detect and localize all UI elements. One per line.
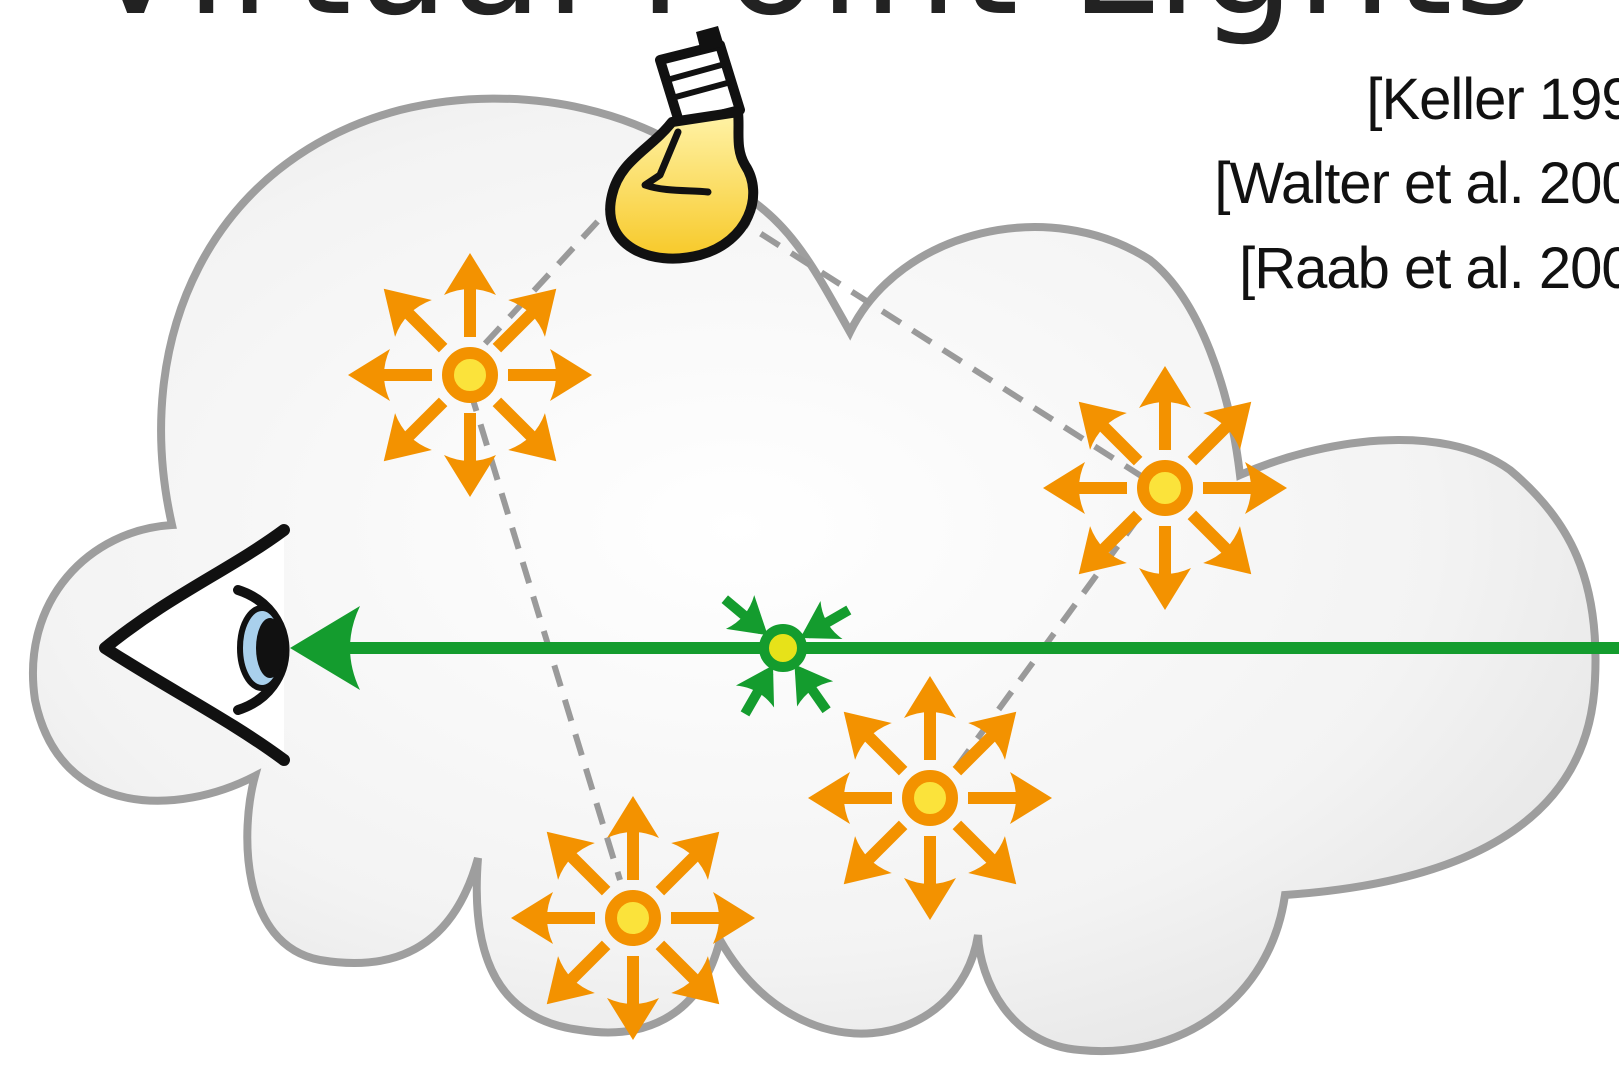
eye-icon [99, 524, 290, 766]
reference-citation: [Keller 1997] [1366, 67, 1619, 132]
virtual-point-light-icon [808, 676, 1052, 920]
shading-point-icon [721, 595, 852, 717]
vpl-group [348, 253, 1287, 1040]
light-bulb-icon [605, 26, 759, 264]
light-path-segment [937, 486, 1163, 792]
virtual-point-light-icon [348, 253, 592, 497]
page-title: Virtual Point Lights [0, 0, 1619, 42]
virtual-point-light-icon [511, 796, 755, 1040]
reference-citation: [Raab et al. 2008] [1239, 236, 1619, 301]
camera-ray [290, 606, 1619, 690]
light-path-segment [467, 389, 623, 881]
light-paths [467, 192, 1163, 881]
light-path-segment [467, 192, 625, 363]
virtual-point-light-icon [1043, 366, 1287, 610]
camera-ray-arrowhead [290, 606, 360, 690]
light-path-segment [698, 192, 1162, 491]
reference-citation: [Walter et al. 2005] [1214, 151, 1619, 216]
